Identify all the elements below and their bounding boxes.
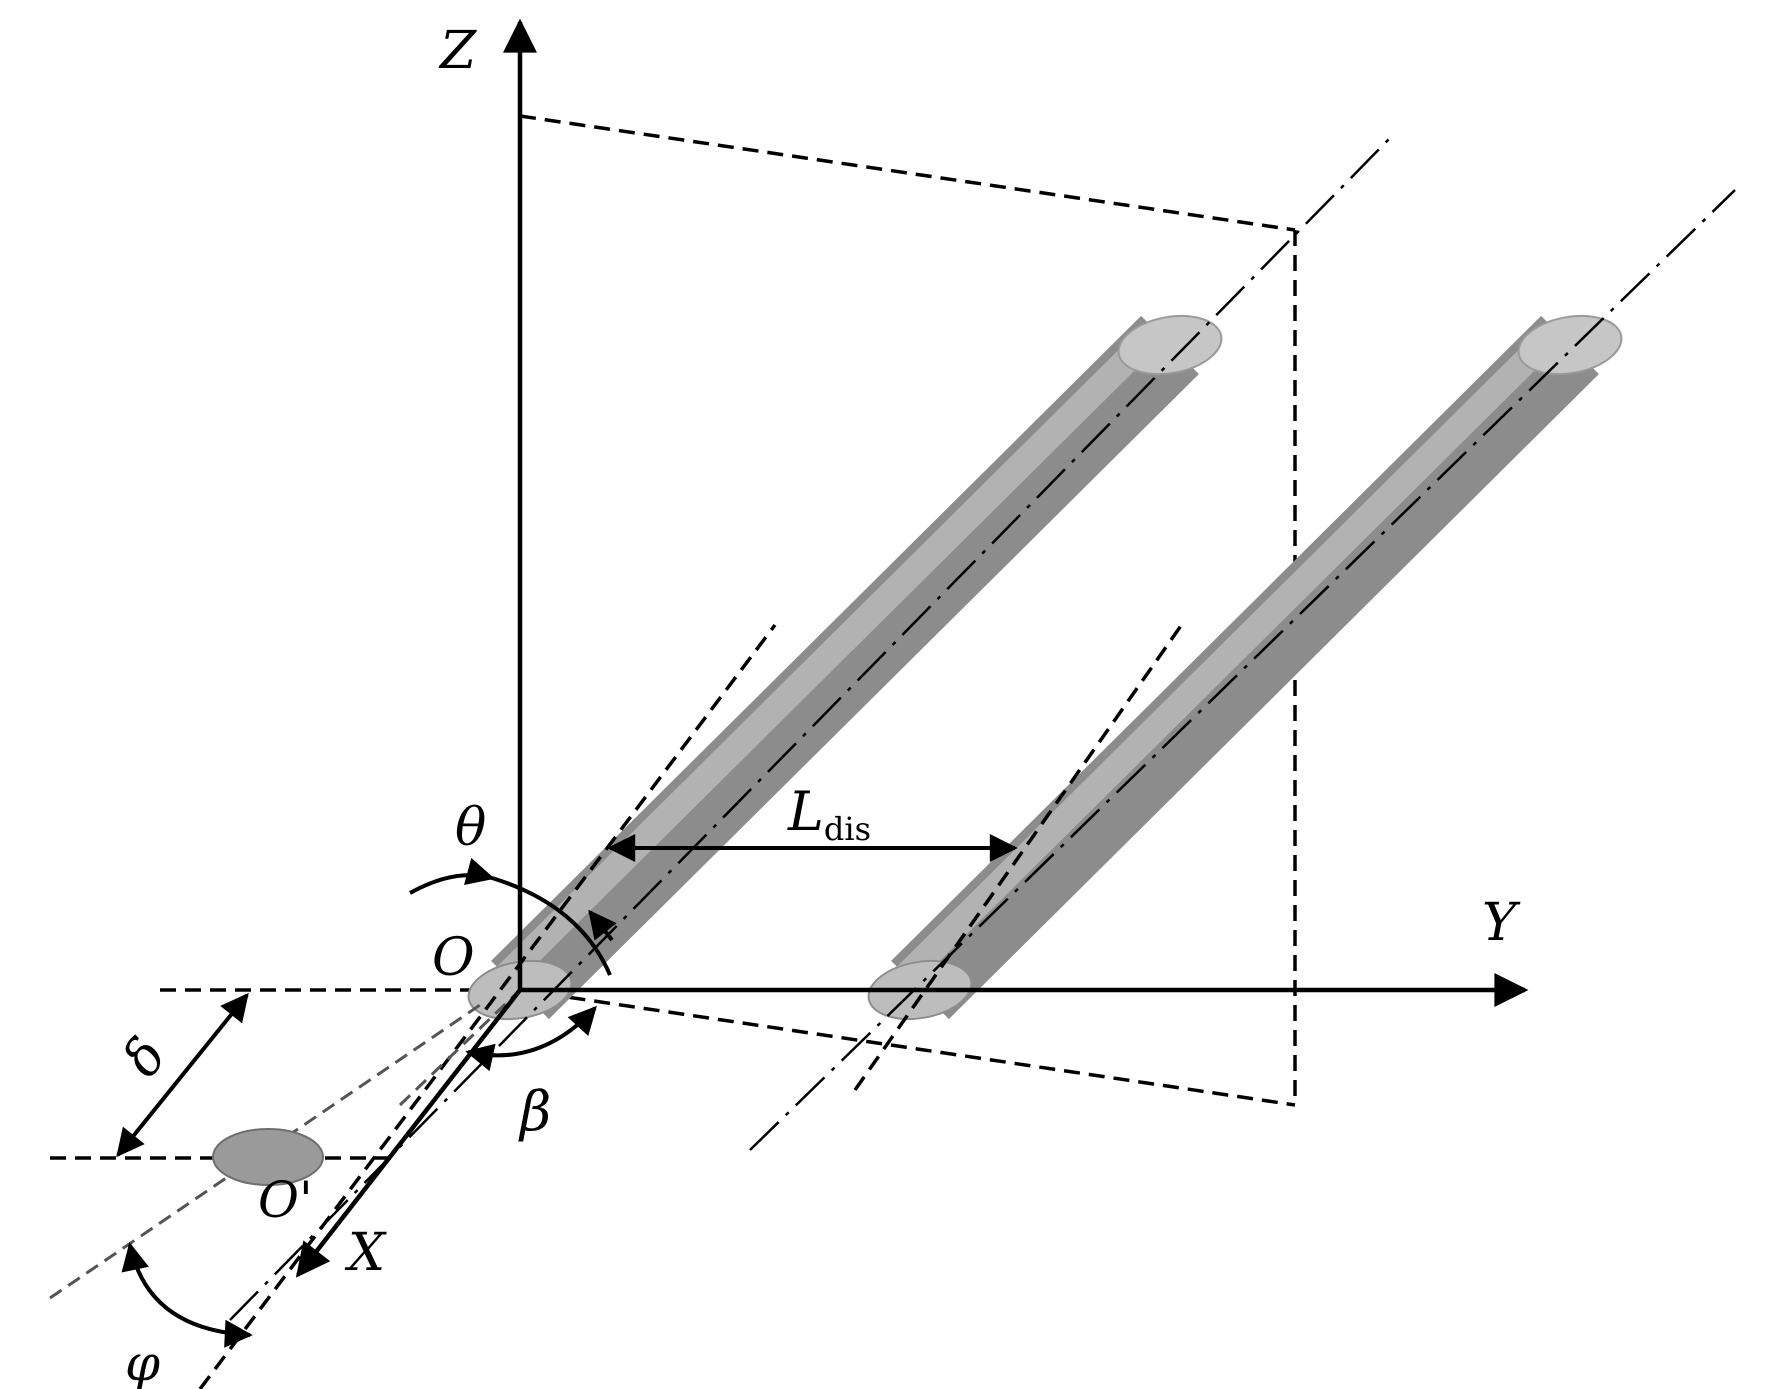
rod-left (467, 314, 1223, 1021)
theta-label: θ (455, 798, 486, 858)
theta-arc (409, 857, 495, 895)
delta-label: δ (111, 1027, 178, 1087)
theta-arc-2 (491, 876, 612, 976)
x-axis-line (295, 988, 522, 1278)
z-axis-label: Z (438, 21, 477, 81)
x-axis-label: X (344, 1223, 387, 1283)
y-axis-label: Y (1482, 893, 1521, 953)
l-dis-subscript: dis (824, 810, 871, 848)
incline-helper-lines (49, 618, 1187, 1389)
theta-arrow-head (588, 909, 617, 942)
origin-prime-label: O' (258, 1171, 313, 1229)
beta-arc (465, 1005, 597, 1072)
phi-arc (121, 1242, 253, 1348)
origin-label: O (432, 928, 475, 988)
reference-plane-lines (50, 114, 1297, 1160)
l-dis-main: L (787, 780, 824, 843)
phi-label: φ (125, 1334, 160, 1389)
l-dis-label: Ldis (787, 780, 871, 848)
delta-arrow (116, 992, 249, 1158)
beta-label: β (518, 1080, 551, 1143)
rod-centerlines (229, 132, 1736, 1321)
